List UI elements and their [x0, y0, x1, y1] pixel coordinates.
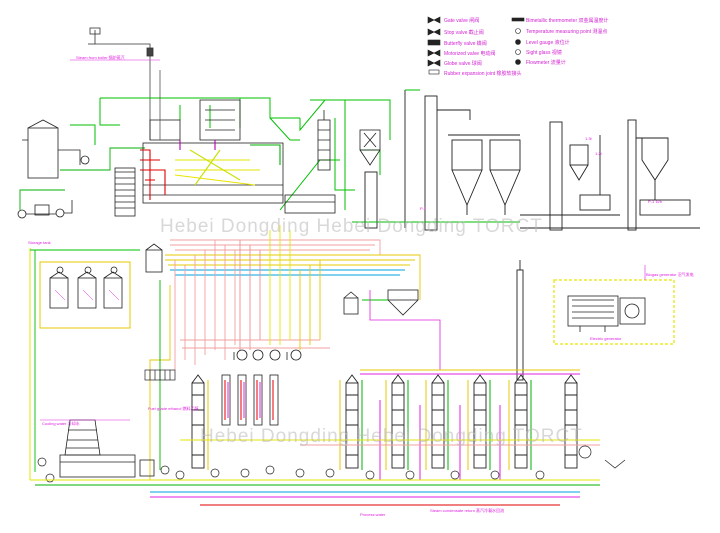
legend-label: Globe valve 球阀: [444, 60, 482, 67]
tank-note: Storage tank: [28, 240, 51, 245]
reactor-block: [114, 70, 284, 217]
exchanger-colored: [224, 380, 274, 420]
column: [317, 119, 331, 171]
svg-text:1.2t: 1.2t: [595, 151, 603, 156]
generator: [619, 297, 646, 325]
cooling-tower: [59, 419, 155, 478]
legend-label: Flowmeter 流量计: [526, 59, 566, 66]
rubber-joint-icon: [428, 69, 440, 75]
bottom-left-note: Process water: [360, 512, 386, 517]
pump: [55, 208, 65, 218]
sight-glass-icon: [515, 49, 521, 55]
mixing-hopper: [343, 289, 419, 316]
chimney: [516, 260, 524, 381]
level-gauge-icon: [515, 39, 521, 45]
legend-label: Motorized valve 电动阀: [444, 50, 495, 57]
bottom-headers: [30, 439, 600, 506]
reactor-top: [199, 99, 241, 141]
thermometer-icon: [511, 17, 525, 22]
bottom-pumps: [37, 445, 626, 483]
cyclone-fan: [359, 129, 381, 166]
column: [473, 374, 487, 469]
column: [391, 374, 405, 469]
flowmeter-icon: [515, 59, 521, 65]
motor-valve-icon: [427, 49, 441, 57]
watermark-bottom: Hebei Dongding Hebei Dongding TORCT: [200, 426, 583, 447]
silo-labels: P-1 1.3t 1.2t P-1 1t/h: [420, 136, 662, 211]
legend-label: Level gauge 液位计: [526, 39, 570, 46]
legend-label: Sight glass 视镜: [526, 49, 562, 56]
legend-right-column: [511, 17, 525, 65]
cooling-note: Cooling water 冷却水: [42, 420, 80, 426]
legend-label: Gate valve 闸阀: [444, 17, 479, 24]
column: [191, 374, 205, 469]
bucket-elevator: [424, 95, 438, 231]
generator-box: Biogas generator 沼气发电 Electric generator: [553, 271, 694, 345]
column: [514, 374, 528, 469]
bucket-elevator: [549, 121, 563, 231]
generator-title: Biogas generator 沼气发电: [646, 271, 694, 277]
distillation-columns: [191, 374, 578, 469]
green-steam-network: [70, 97, 391, 211]
svg-text:P-1 1t/h: P-1 1t/h: [648, 199, 662, 204]
butterfly-valve-icon: [427, 39, 441, 46]
pump: [80, 155, 90, 165]
watermark-top: Hebei Dongding Hebei Dongding TORCT: [160, 216, 543, 237]
stop-valve-icon: [427, 28, 441, 36]
tank-farm: [39, 261, 131, 329]
bucket-elevator: [627, 119, 637, 231]
pipe-bundle: [149, 225, 421, 480]
pump: [17, 209, 27, 219]
heat-exchanger-row: [221, 349, 302, 426]
silo: [451, 139, 483, 171]
upper-left-equipment: [17, 119, 90, 219]
silo: [489, 139, 521, 171]
column: [345, 374, 359, 469]
small-vessel: [145, 243, 163, 273]
gate-valve-icon: [427, 16, 441, 24]
temperature-point-icon: [515, 28, 521, 34]
top-column: [284, 110, 336, 214]
feed-note: Fuel grade ethanol 燃料乙醇: [148, 405, 198, 411]
globe-valve-icon: [427, 59, 441, 67]
svg-text:1.3t: 1.3t: [585, 136, 593, 141]
column: [431, 374, 445, 469]
legend-label: Stop valve 截止阀: [444, 29, 484, 36]
bucket-elevator: [364, 171, 378, 229]
legend-label: Bimetallic thermometer 双金属温度计: [526, 17, 609, 24]
steam-note: Steam from boiler 锅炉蒸汽: [76, 54, 125, 60]
reactor-colored-lines: [140, 140, 281, 200]
legend-label: Rubber expansion joint 橡胶软接头: [444, 70, 522, 77]
legend-label: Butterfly valve 蝶阀: [444, 40, 487, 47]
boxes-row: [144, 369, 176, 381]
generator-sub: Electric generator: [590, 336, 622, 341]
legend-label: Temperature measuring point 测温点: [526, 28, 607, 35]
legend-left-column: [427, 16, 441, 75]
heat-exchanger: [114, 167, 136, 217]
bottom-note: Steam condensate return 蒸汽冷凝水回流: [430, 507, 504, 513]
svg-text:P-1: P-1: [420, 206, 427, 211]
steam-inlet: [88, 27, 154, 140]
silo-line: [364, 90, 700, 231]
column: [564, 374, 578, 469]
legend: Gate valve 闸阀 Stop valve 截止阀 Butterfly v…: [427, 16, 609, 77]
reactor-vessel: [142, 142, 284, 204]
storage-tank: [27, 127, 59, 179]
engine: [567, 295, 619, 327]
